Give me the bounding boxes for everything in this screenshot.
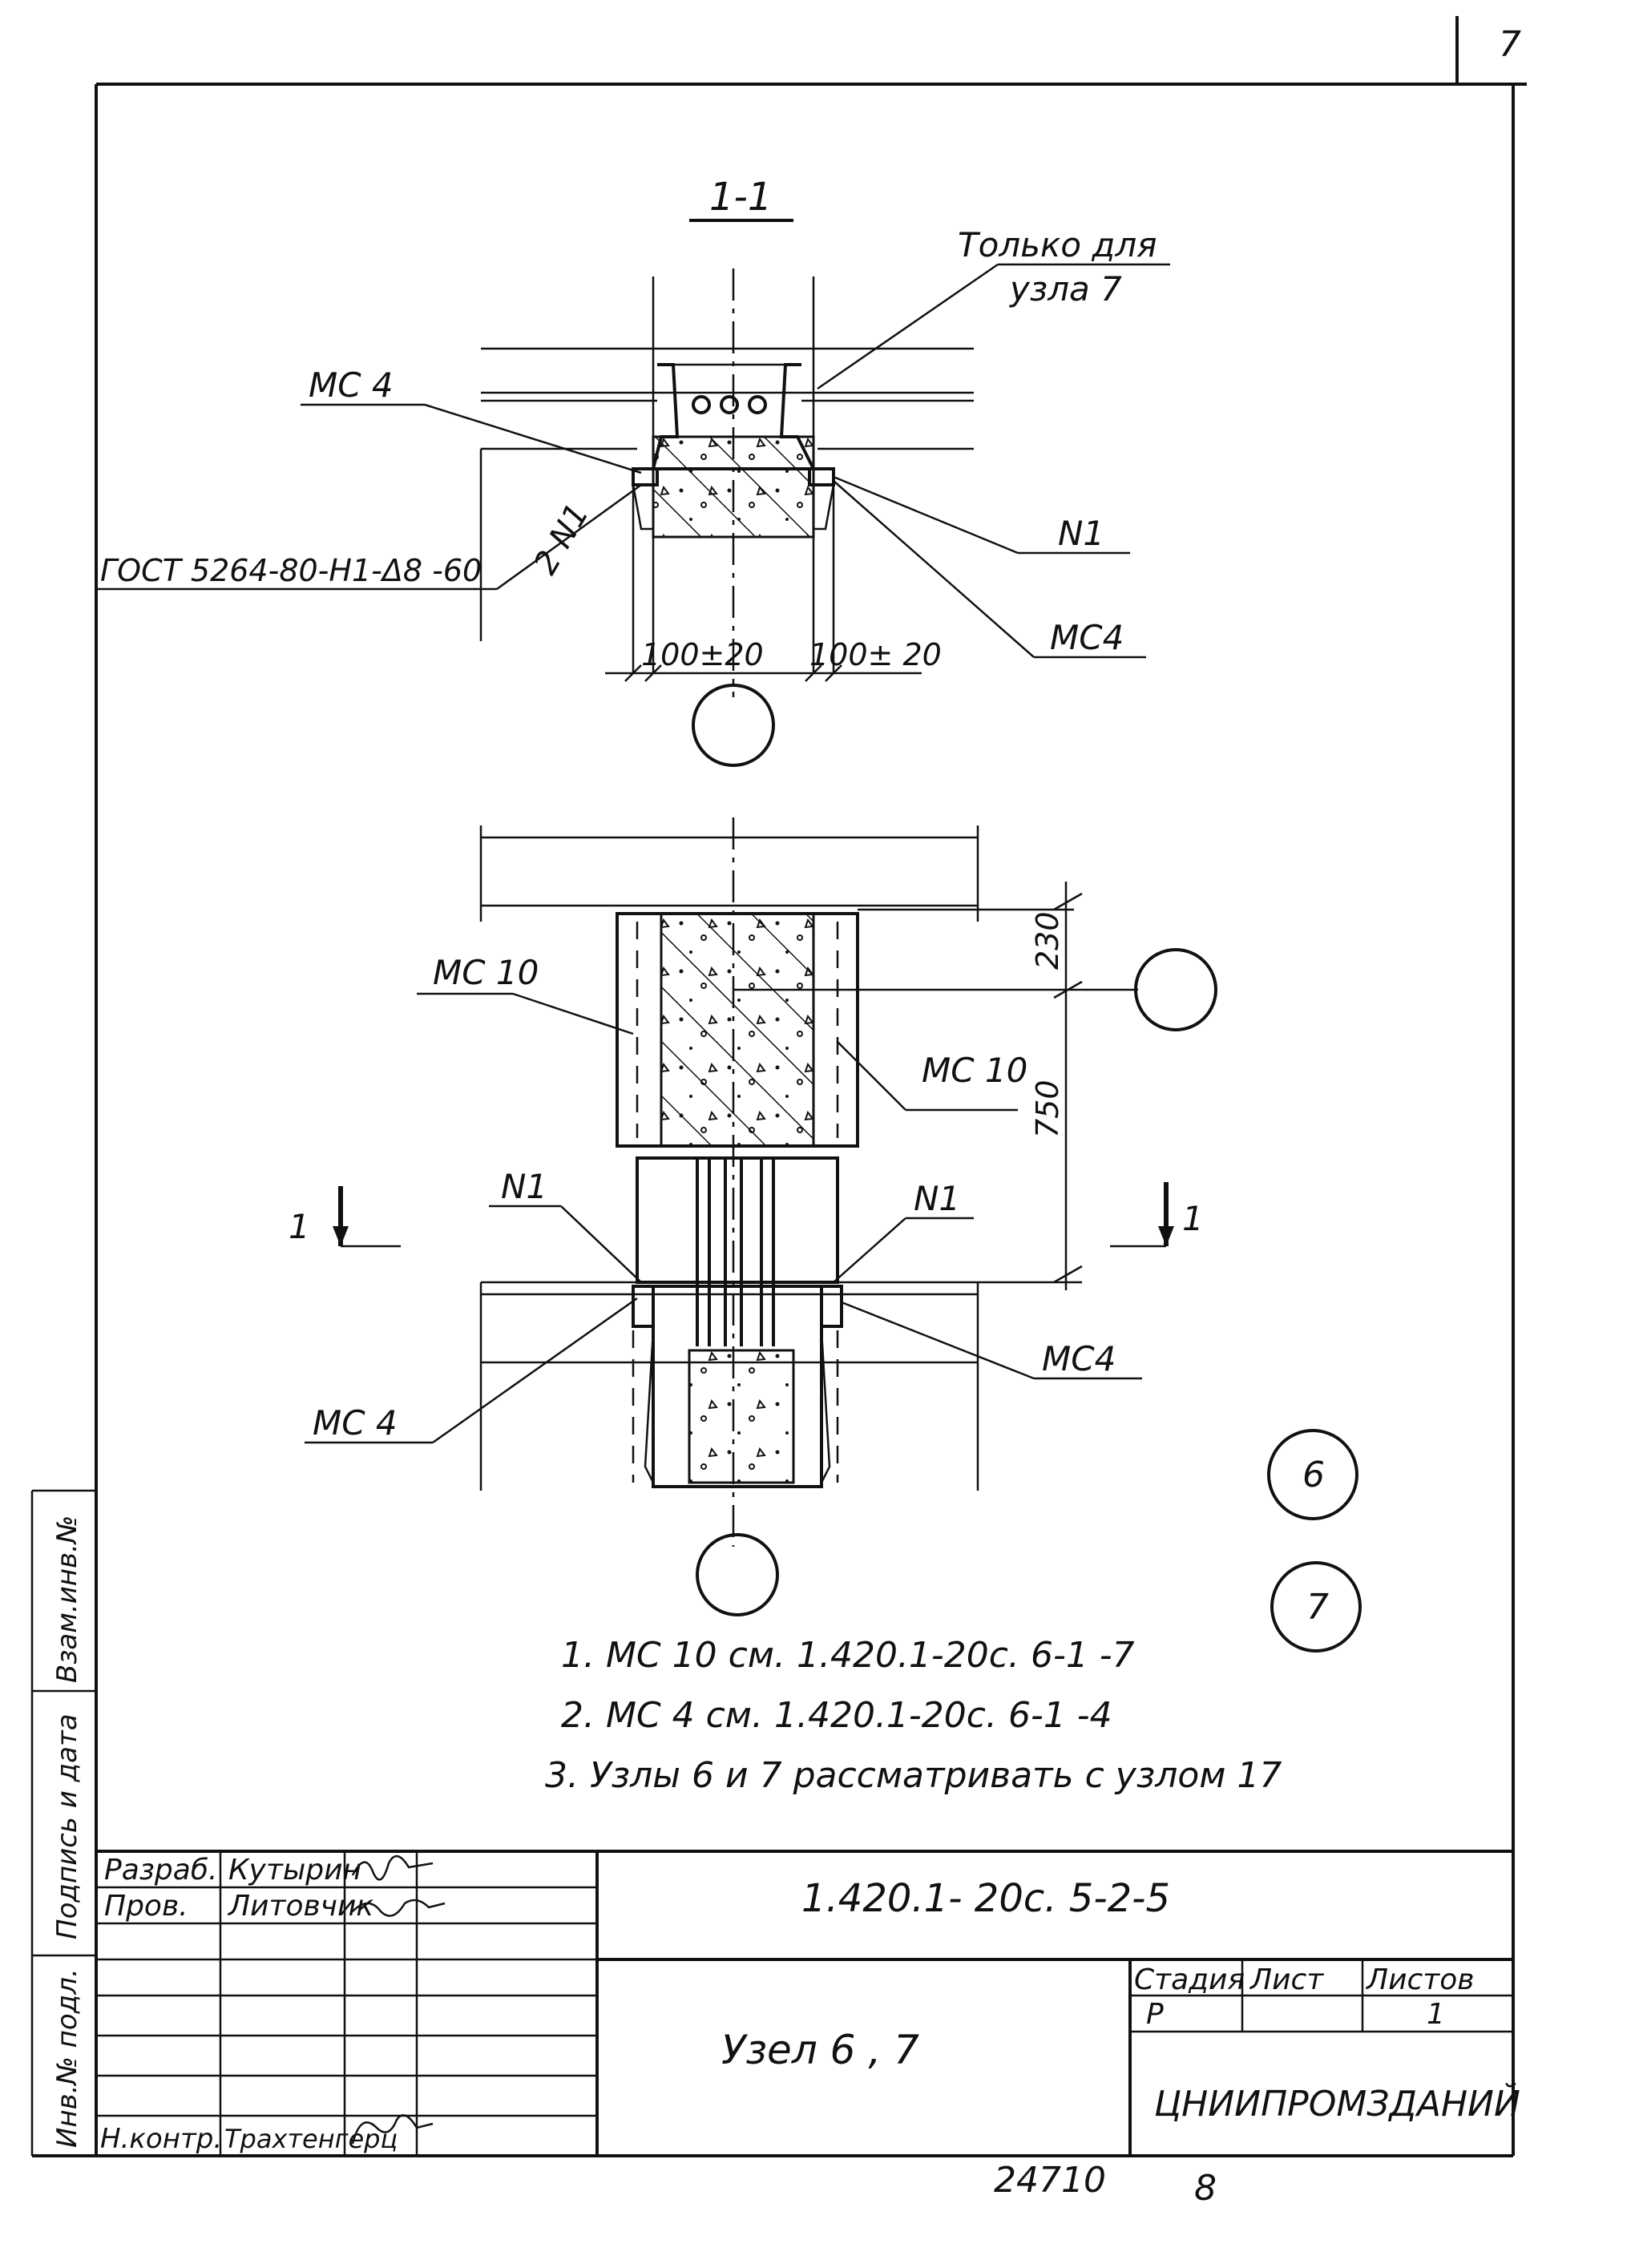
note-1: 1. МС 10 см. 1.420.1-20с. 6-1 -7 [561,1635,1135,1676]
dim-left: 100±20 [641,637,764,672]
label-n1-right: N1 [914,1179,960,1218]
inventory-number: 24710 [994,2160,1106,2201]
title-block: Разраб. Пров. Н.контр. Кутырин Литовчик … [96,1850,1520,2156]
signature-developed [351,1855,434,1881]
role-norm-control: Н.контр. [100,2123,222,2155]
sheets-value: 1 [1427,1998,1445,2031]
stamp-replacement-inv: Взам.инв.№ [51,1515,83,1683]
note-only-for: Только для [958,225,1157,264]
name-developed: Кутырин [228,1854,361,1887]
node-7: 7 [1306,1587,1329,1628]
label-mc4-elev-right: МС4 [1042,1339,1116,1378]
section-1-1: 1-1 100±20 [96,175,1170,767]
side-stamp: Взам.инв.№ Подпись и дата Инв.№ подл. [30,1489,96,2156]
sheet-header: Лист [1249,1963,1324,1996]
stage-header: Стадия [1134,1963,1245,1996]
label-n1-left: N1 [501,1167,547,1206]
label-gost: ГОСТ 5264-80-Н1-Δ8 -60 [100,553,482,588]
elevation-view: 230 750 МС 10 МС 10 N1 N1 1 1 МС 4 МС4 [289,817,1362,1653]
signature-checked [352,1899,446,1917]
label-2n1: 2 N1 [527,498,596,581]
signature-norm [351,2114,434,2145]
node-6: 6 [1302,1455,1325,1495]
stamp-signature-date: Подпись и дата [51,1713,83,1939]
stage-value: Р [1146,1998,1164,2031]
label-mc4-elev-left: МС 4 [313,1403,398,1443]
note-3: 3. Узлы 6 и 7 рассматривать с узлом 17 [545,1755,1282,1796]
dim-right: 100± 20 [809,637,942,672]
sheets-header: Листов [1365,1963,1474,1996]
dim-750: 750 [1030,1080,1065,1138]
page-number: 8 [1194,2168,1217,2209]
stamp-original-inv: Инв.№ подл. [51,1968,83,2148]
section-title: 1-1 [709,175,772,220]
label-mc10-right: МС 10 [922,1051,1027,1090]
role-checked: Пров. [104,1890,188,1923]
label-mc4-section-right: МС4 [1050,618,1124,657]
corner-mark: 7 [1499,24,1521,65]
sheet-title: Узел 6 , 7 [721,2027,919,2073]
dim-230: 230 [1030,911,1065,970]
cut-mark-left: 1 [289,1207,310,1246]
label-mc10-left: МС 10 [433,953,539,992]
notes-list: 1. МС 10 см. 1.420.1-20с. 6-1 -7 2. МС 4… [545,1635,1282,1796]
name-norm-control: Трахтенгерц [224,2124,398,2154]
cut-mark-right: 1 [1182,1199,1204,1238]
label-n1-section: N1 [1058,514,1104,553]
name-checked: Литовчик [227,1890,373,1923]
label-mc4-section-left: МС 4 [309,365,394,405]
drawing-frame [32,16,1527,2157]
note-2: 2. МС 4 см. 1.420.1-20с. 6-1 -4 [561,1695,1112,1736]
organization: ЦНИИПРОМЗДАНИЙ [1154,2082,1520,2125]
doc-code: 1.420.1- 20с. 5-2-5 [801,1876,1170,1921]
role-developed: Разраб. [104,1854,217,1887]
note-node-7: узла 7 [1008,269,1122,309]
